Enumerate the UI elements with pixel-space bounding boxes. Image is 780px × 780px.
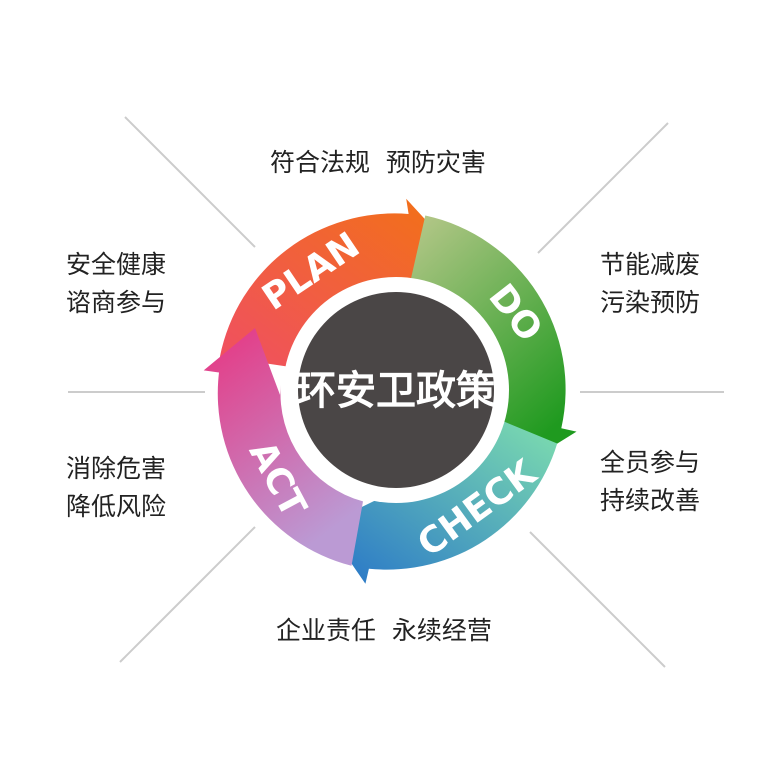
act-arrow (203, 328, 363, 566)
divider-line-top-right (537, 122, 669, 254)
plan-arrow (219, 198, 455, 367)
caption-top-left-line-2: 谘商参与 (66, 288, 167, 317)
caption-bottom-left: 消除危害 降低风险 (66, 450, 166, 526)
center-title: 环安卫政策 (296, 367, 496, 414)
caption-bottom-right-line-2: 持续改善 (600, 486, 701, 515)
caption-top: 符合法规 预防灾害 (270, 144, 516, 182)
divider-line-bottom-left (119, 526, 256, 663)
divider-lines (68, 116, 724, 668)
caption-bottom-left-line-1: 消除危害 (66, 454, 167, 483)
caption-bottom-line-1: 企业责任 永续经营 (276, 616, 492, 645)
caption-bottom-left-line-2: 降低风险 (66, 492, 167, 521)
caption-top-left: 安全健康 谘商参与 (66, 246, 166, 322)
divider-line-top-left (124, 116, 256, 248)
caption-top-right-line-2: 污染预防 (600, 288, 701, 317)
caption-top-right-line-1: 节能减废 (600, 250, 701, 279)
caption-top-right: 节能减废 污染预防 (600, 246, 700, 322)
caption-top-left-line-1: 安全健康 (66, 250, 167, 279)
caption-bottom-right: 全员参与 持续改善 (600, 444, 700, 520)
caption-top-line-1: 符合法规 预防灾害 (270, 148, 486, 177)
pdca-hub (298, 292, 494, 488)
check-arrow (325, 418, 558, 584)
divider-line-bottom-right (529, 531, 666, 668)
caption-bottom-right-line-1: 全员参与 (600, 448, 701, 477)
caption-bottom: 企业责任 永续经营 (276, 612, 522, 650)
